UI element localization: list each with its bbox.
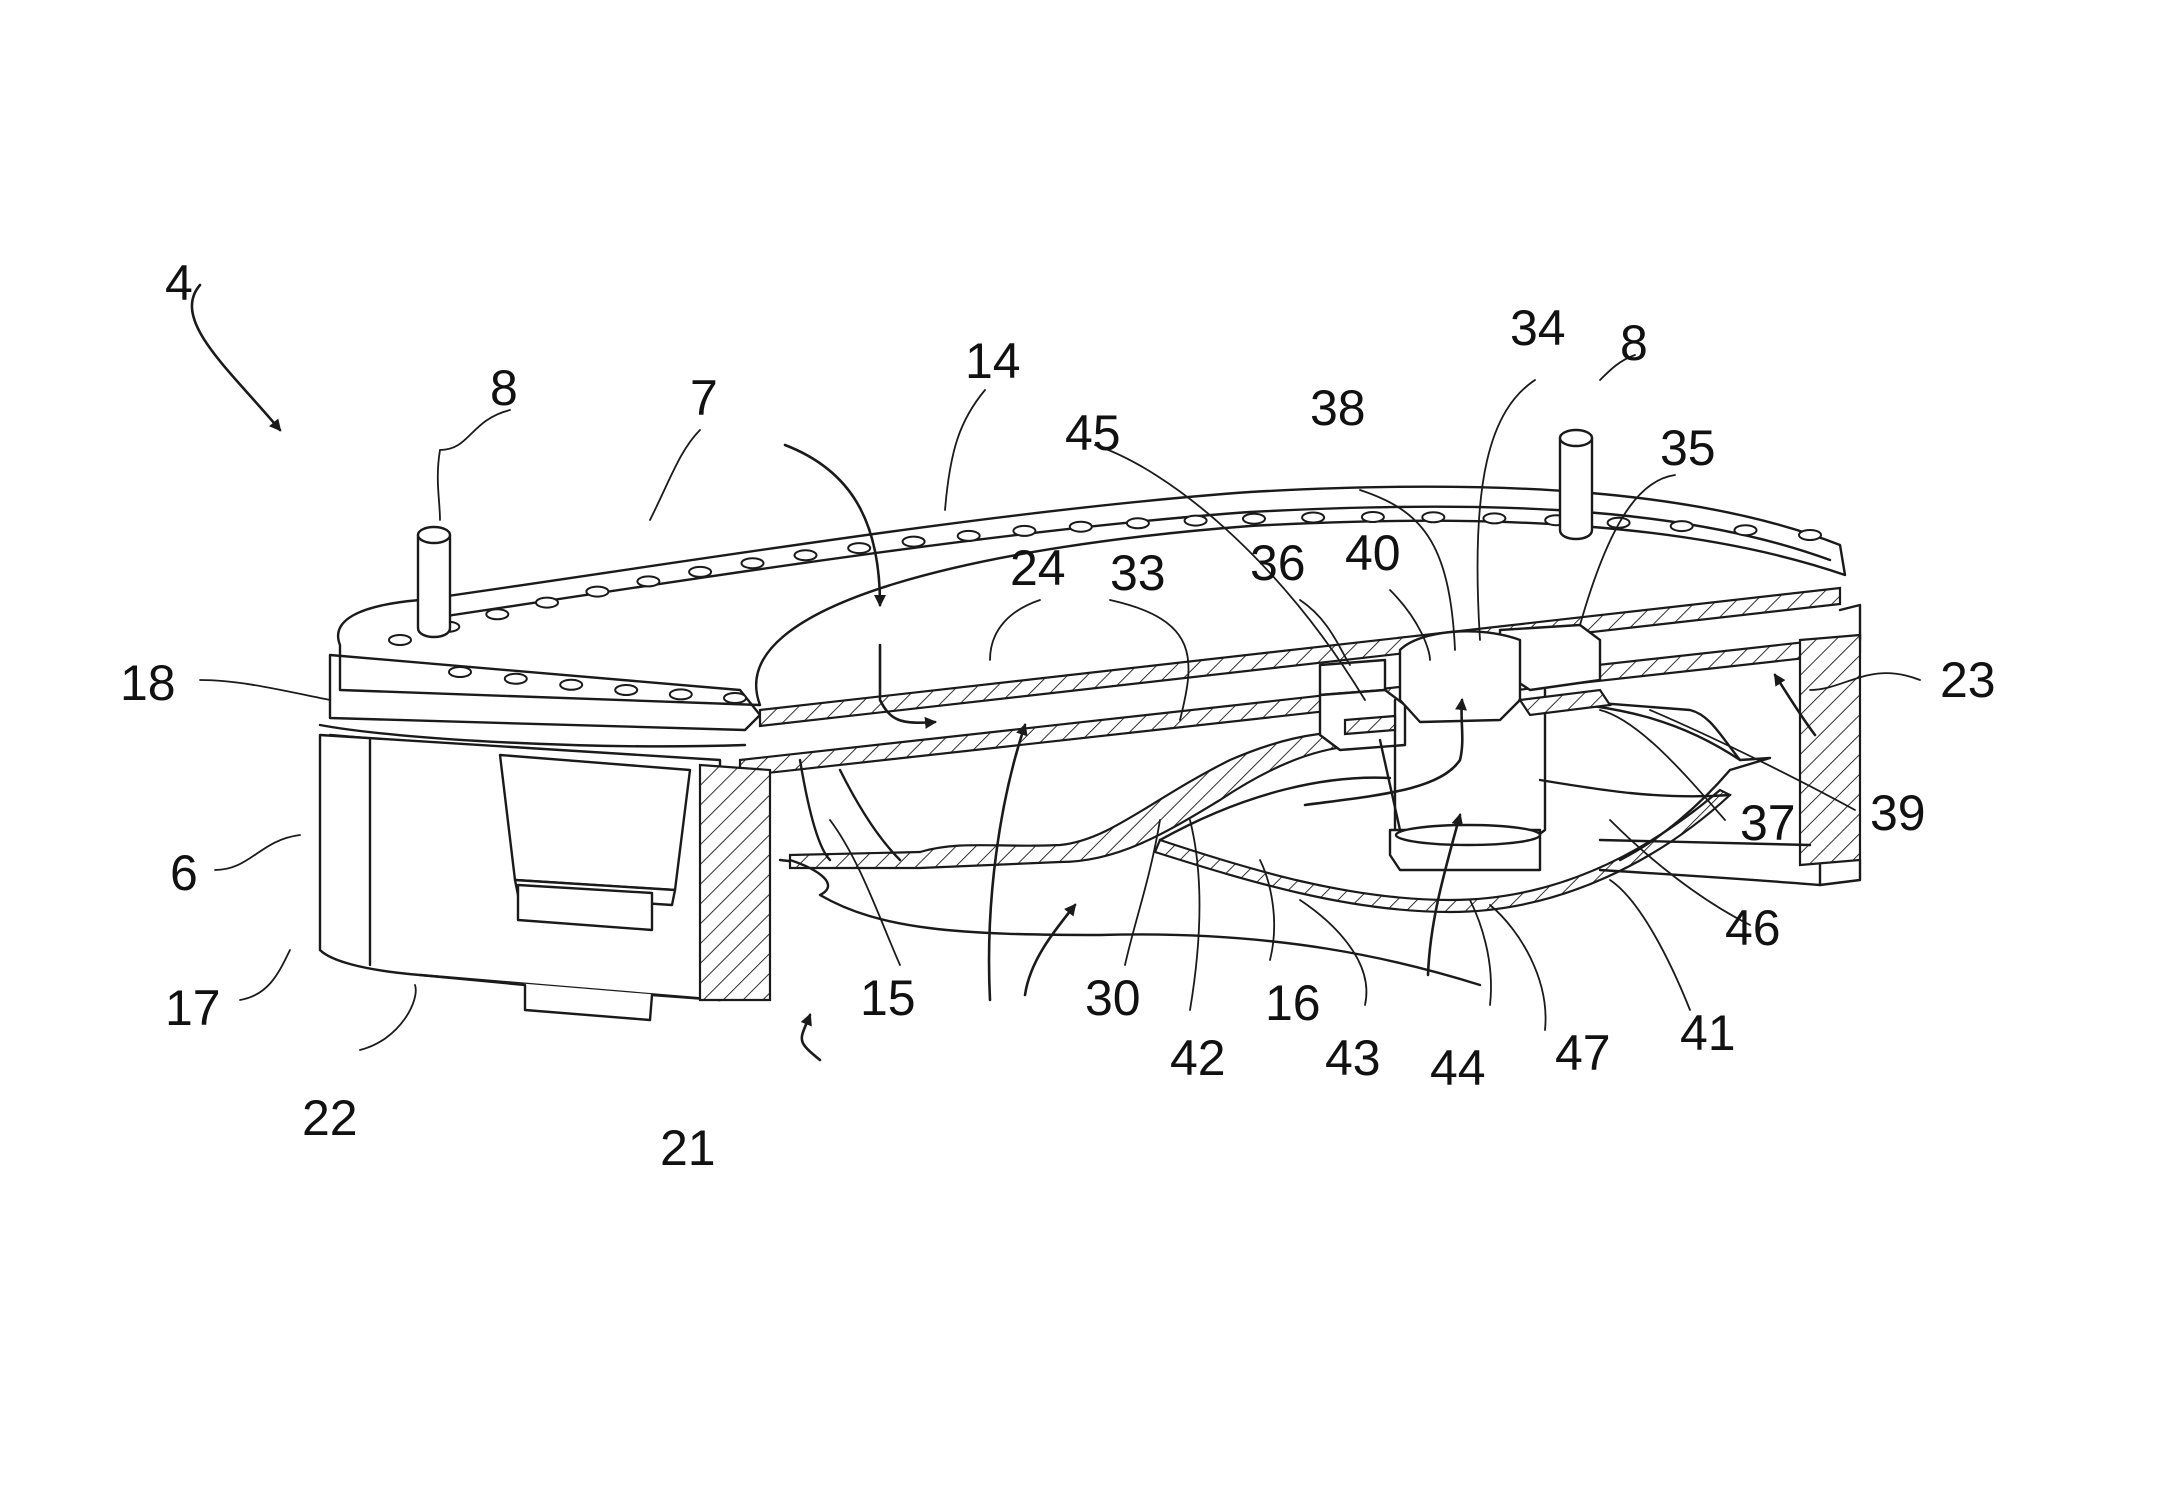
label-45: 45: [1065, 405, 1121, 461]
rim-hole: [795, 550, 817, 560]
rim-hole: [1013, 526, 1035, 536]
label-6: 6: [170, 845, 198, 901]
rim-hole: [586, 587, 608, 597]
rim-hole: [1070, 522, 1092, 532]
valve-insert: [1320, 625, 1610, 870]
rim-hole: [1483, 513, 1505, 523]
label-47: 47: [1555, 1025, 1611, 1081]
rim-hole: [742, 558, 764, 568]
rim-hole: [1243, 514, 1265, 524]
label-15: 15: [860, 970, 916, 1026]
rim-hole: [958, 531, 980, 541]
label-39: 39: [1870, 785, 1926, 841]
label-4: 4: [165, 255, 193, 311]
rim-hole: [1362, 512, 1384, 522]
label-14: 14: [965, 333, 1021, 389]
pin-right: [1560, 430, 1592, 539]
rim-hole: [724, 693, 746, 703]
label-18: 18: [120, 655, 176, 711]
rim-hole: [449, 667, 471, 677]
rim-hole: [389, 635, 411, 645]
rim-hole: [1185, 516, 1207, 526]
label-44: 44: [1430, 1040, 1486, 1096]
rim-hole: [486, 609, 508, 619]
rim-hole: [1127, 518, 1149, 528]
label-35: 35: [1660, 420, 1716, 476]
label-16: 16: [1265, 975, 1321, 1031]
label-22: 22: [302, 1090, 358, 1146]
rim-hole: [1671, 521, 1693, 531]
label-24: 24: [1010, 540, 1066, 596]
top-cover-plate: [330, 487, 1845, 730]
reference-numerals: 4 8 7 14 45 24 33 36 40 38 34 8 35 23 18…: [120, 255, 1996, 1176]
label-8-left: 8: [490, 360, 518, 416]
label-46: 46: [1725, 900, 1781, 956]
label-30: 30: [1085, 970, 1141, 1026]
rim-hole: [1302, 513, 1324, 523]
label-37: 37: [1740, 795, 1796, 851]
label-43: 43: [1325, 1030, 1381, 1086]
rim-hole: [670, 689, 692, 699]
rim-hole: [689, 567, 711, 577]
rim-hole: [505, 674, 527, 684]
label-38: 38: [1310, 380, 1366, 436]
rim-hole: [637, 576, 659, 586]
housing-left: [320, 735, 770, 1020]
rim-hole: [903, 537, 925, 547]
label-36: 36: [1250, 535, 1306, 591]
rim-hole: [1735, 525, 1757, 535]
rim-hole: [536, 598, 558, 608]
label-40: 40: [1345, 525, 1401, 581]
label-21: 21: [660, 1120, 716, 1176]
label-33: 33: [1110, 545, 1166, 601]
label-42: 42: [1170, 1030, 1226, 1086]
rim-hole: [848, 543, 870, 553]
rim-hole: [560, 680, 582, 690]
label-41: 41: [1680, 1005, 1736, 1061]
label-17: 17: [165, 980, 221, 1036]
label-23: 23: [1940, 652, 1996, 708]
housing-right: [1800, 605, 1860, 885]
rim-hole: [1799, 530, 1821, 540]
rim-hole: [1422, 512, 1444, 522]
label-8-right: 8: [1620, 315, 1648, 371]
rim-hole: [615, 685, 637, 695]
pin-left: [418, 527, 450, 637]
label-34: 34: [1510, 300, 1566, 356]
label-7: 7: [690, 370, 718, 426]
